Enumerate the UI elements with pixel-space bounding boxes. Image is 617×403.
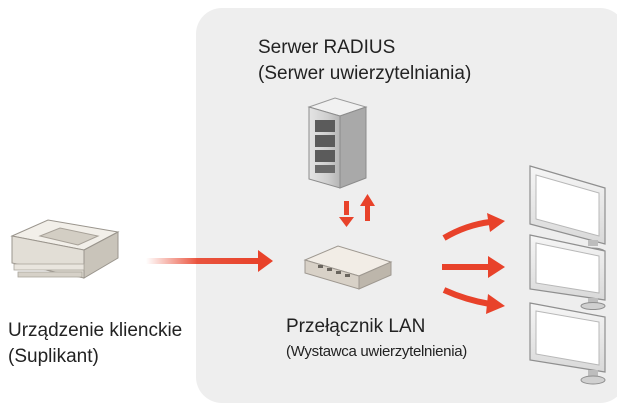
switch-subtitle: (Wystawca uwierzytelnienia): [286, 343, 467, 360]
client-switch-arrow: [146, 250, 273, 272]
printer-icon: [10, 219, 120, 279]
computer-monitor-3: [529, 302, 606, 385]
server-switch-arrows: [339, 194, 375, 227]
diagram-artwork: [10, 97, 606, 385]
server-subtitle: (Serwer uwierzytelniania): [258, 63, 472, 84]
client-title: Urządzenie klienckie: [8, 320, 183, 341]
lan-switch-icon: [303, 245, 393, 290]
client-subtitle: (Suplikant): [8, 346, 99, 367]
computer-monitor-1: [529, 165, 606, 257]
server-icon: [307, 97, 368, 189]
server-title: Serwer RADIUS: [258, 37, 396, 58]
switch-title: Przełącznik LAN: [286, 316, 426, 337]
switch-computer-arrows: [442, 213, 505, 314]
computer-monitor-2: [529, 234, 606, 310]
